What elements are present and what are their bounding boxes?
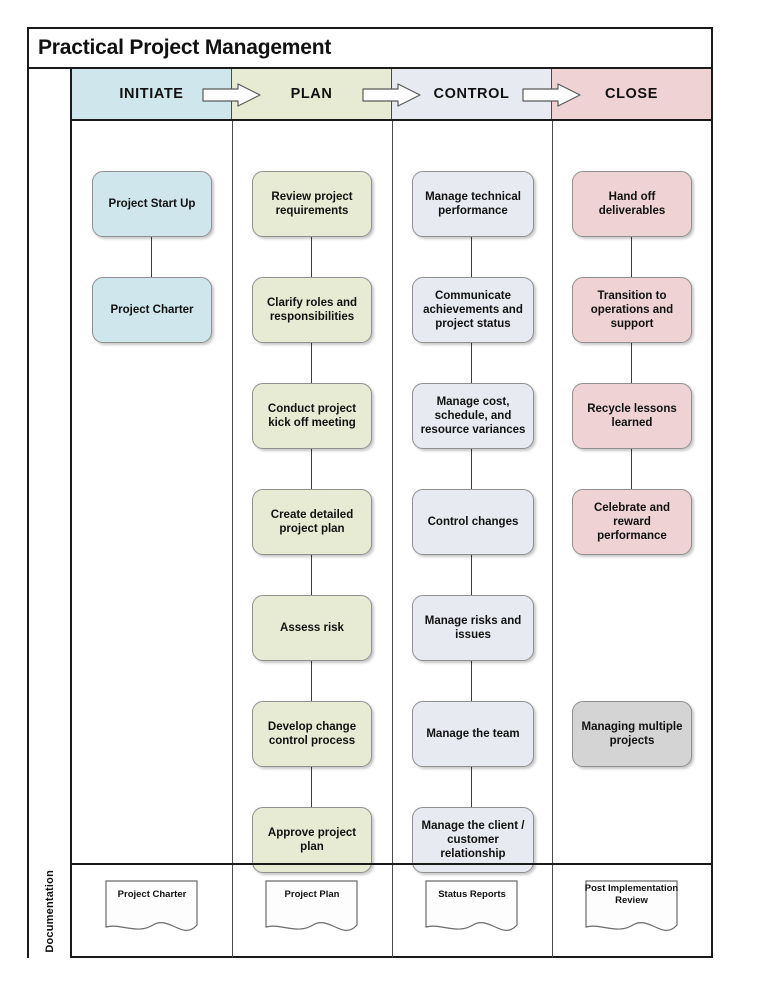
document-icon-initiate[interactable]: Project Charter xyxy=(103,879,201,941)
task-label: Hand off deliverables xyxy=(598,191,666,217)
task-box-control-4[interactable]: Control changes xyxy=(412,489,534,555)
task-box-initiate-2[interactable]: Project Charter xyxy=(92,277,212,343)
document-icon-close[interactable]: Post Implementation Review xyxy=(583,879,681,941)
task-label: Recycle lessons learned xyxy=(587,403,677,429)
task-box-plan-6[interactable]: Develop change control process xyxy=(252,701,372,767)
page-title: Practical Project Management xyxy=(38,36,332,59)
phase-header-label-control: CONTROL xyxy=(433,86,510,102)
task-box-control-7[interactable]: Manage the client / customer relationshi… xyxy=(412,807,534,873)
connector-close-2-3 xyxy=(631,343,632,383)
title-bar: Practical Project Management xyxy=(29,29,711,69)
doc-cell-initiate: Project Charter xyxy=(72,865,232,958)
column-divider-3 xyxy=(552,121,553,863)
task-box-close-3[interactable]: Recycle lessons learned xyxy=(572,383,692,449)
doc-cell-control: Status Reports xyxy=(392,865,552,958)
document-icon-plan[interactable]: Project Plan xyxy=(263,879,361,941)
connector-control-3-4 xyxy=(471,449,472,489)
task-label: Assess risk xyxy=(280,622,344,634)
phase-column-control: Manage technical performance Communicate… xyxy=(392,121,552,873)
task-label: Create detailed project plan xyxy=(270,509,354,535)
connector-initiate-1-2 xyxy=(151,237,152,277)
connector-control-2-3 xyxy=(471,343,472,383)
diagram-frame: Practical Project Management Documentati… xyxy=(27,27,713,958)
task-label: Project Charter xyxy=(110,304,194,316)
task-label: Communicate achievements and project sta… xyxy=(423,290,523,330)
doc-divider-2 xyxy=(392,865,393,958)
phase-header-label-plan: PLAN xyxy=(290,86,333,102)
doc-cell-close: Post Implementation Review xyxy=(552,865,711,958)
task-label: Conduct project kick off meeting xyxy=(267,403,357,429)
task-label: Clarify roles and responsibilities xyxy=(266,297,358,323)
phase-header-control[interactable]: CONTROL xyxy=(392,69,552,119)
task-box-control-3[interactable]: Manage cost, schedule, and resource vari… xyxy=(412,383,534,449)
phase-header-close[interactable]: CLOSE xyxy=(552,69,711,119)
task-box-plan-4[interactable]: Create detailed project plan xyxy=(252,489,372,555)
task-box-close-4[interactable]: Celebrate and reward performance xyxy=(572,489,692,555)
task-label: Review project requirements xyxy=(271,191,353,217)
task-label: Project Start Up xyxy=(108,198,196,210)
task-box-control-6[interactable]: Manage the team xyxy=(412,701,534,767)
connector-control-6-7 xyxy=(471,767,472,807)
connector-plan-2-3 xyxy=(311,343,312,383)
phase-body-area: Project Start Up Project Charter Review … xyxy=(72,121,711,873)
document-icon-control[interactable]: Status Reports xyxy=(423,879,521,941)
connector-close-1-2 xyxy=(631,237,632,277)
task-label: Manage the client / customer relationshi… xyxy=(421,820,525,860)
task-label: Manage technical performance xyxy=(425,191,521,217)
connector-plan-4-5 xyxy=(311,555,312,595)
connector-plan-3-4 xyxy=(311,449,312,489)
task-label: Manage risks and issues xyxy=(424,615,522,641)
task-box-plan-7[interactable]: Approve project plan xyxy=(252,807,372,873)
connector-plan-1-2 xyxy=(311,237,312,277)
document-label: Post Implementation Review xyxy=(584,883,679,906)
document-label: Status Reports xyxy=(438,889,506,900)
task-box-plan-1[interactable]: Review project requirements xyxy=(252,171,372,237)
phase-column-initiate: Project Start Up Project Charter xyxy=(72,121,232,863)
phase-header-row: INITIATE PLAN CONTROL CLOSE xyxy=(72,69,711,121)
task-box-plan-3[interactable]: Conduct project kick off meeting xyxy=(252,383,372,449)
task-box-plan-5[interactable]: Assess risk xyxy=(252,595,372,661)
column-divider-2 xyxy=(392,121,393,863)
task-label: Celebrate and reward performance xyxy=(593,502,671,542)
document-label: Project Charter xyxy=(117,889,187,900)
task-label: Manage the team xyxy=(426,728,520,740)
doc-cell-plan: Project Plan xyxy=(232,865,392,958)
phase-header-label-initiate: INITIATE xyxy=(119,86,184,102)
connector-control-5-6 xyxy=(471,661,472,701)
task-box-close-2[interactable]: Transition to operations and support xyxy=(572,277,692,343)
task-box-close-extra[interactable]: Managing multiple projects xyxy=(572,701,692,767)
connector-close-3-4 xyxy=(631,449,632,489)
task-label: Transition to operations and support xyxy=(590,290,674,330)
left-gutter-column: Documentation xyxy=(29,69,72,958)
task-box-control-1[interactable]: Manage technical performance xyxy=(412,171,534,237)
phase-header-initiate[interactable]: INITIATE xyxy=(72,69,232,119)
documentation-label-cell: Documentation xyxy=(29,865,70,958)
task-label: Develop change control process xyxy=(267,721,357,747)
task-box-control-2[interactable]: Communicate achievements and project sta… xyxy=(412,277,534,343)
document-label: Project Plan xyxy=(284,889,340,900)
documentation-row: Project Charter Project Plan Status Repo… xyxy=(72,863,711,958)
task-box-plan-2[interactable]: Clarify roles and responsibilities xyxy=(252,277,372,343)
connector-plan-5-6 xyxy=(311,661,312,701)
documentation-label: Documentation xyxy=(43,870,56,953)
doc-divider-1 xyxy=(232,865,233,958)
connector-control-4-5 xyxy=(471,555,472,595)
phase-header-plan[interactable]: PLAN xyxy=(232,69,392,119)
task-box-control-5[interactable]: Manage risks and issues xyxy=(412,595,534,661)
task-box-close-1[interactable]: Hand off deliverables xyxy=(572,171,692,237)
connector-control-1-2 xyxy=(471,237,472,277)
task-label: Managing multiple projects xyxy=(581,721,683,747)
task-box-initiate-1[interactable]: Project Start Up xyxy=(92,171,212,237)
task-label: Control changes xyxy=(427,516,519,528)
task-label: Approve project plan xyxy=(267,827,357,853)
doc-divider-3 xyxy=(552,865,553,958)
connector-plan-6-7 xyxy=(311,767,312,807)
column-divider-1 xyxy=(232,121,233,863)
phase-column-close: Hand off deliverables Transition to oper… xyxy=(552,121,711,863)
phase-header-label-close: CLOSE xyxy=(605,86,658,102)
task-label: Manage cost, schedule, and resource vari… xyxy=(420,396,526,436)
phase-column-plan: Review project requirements Clarify role… xyxy=(232,121,392,873)
